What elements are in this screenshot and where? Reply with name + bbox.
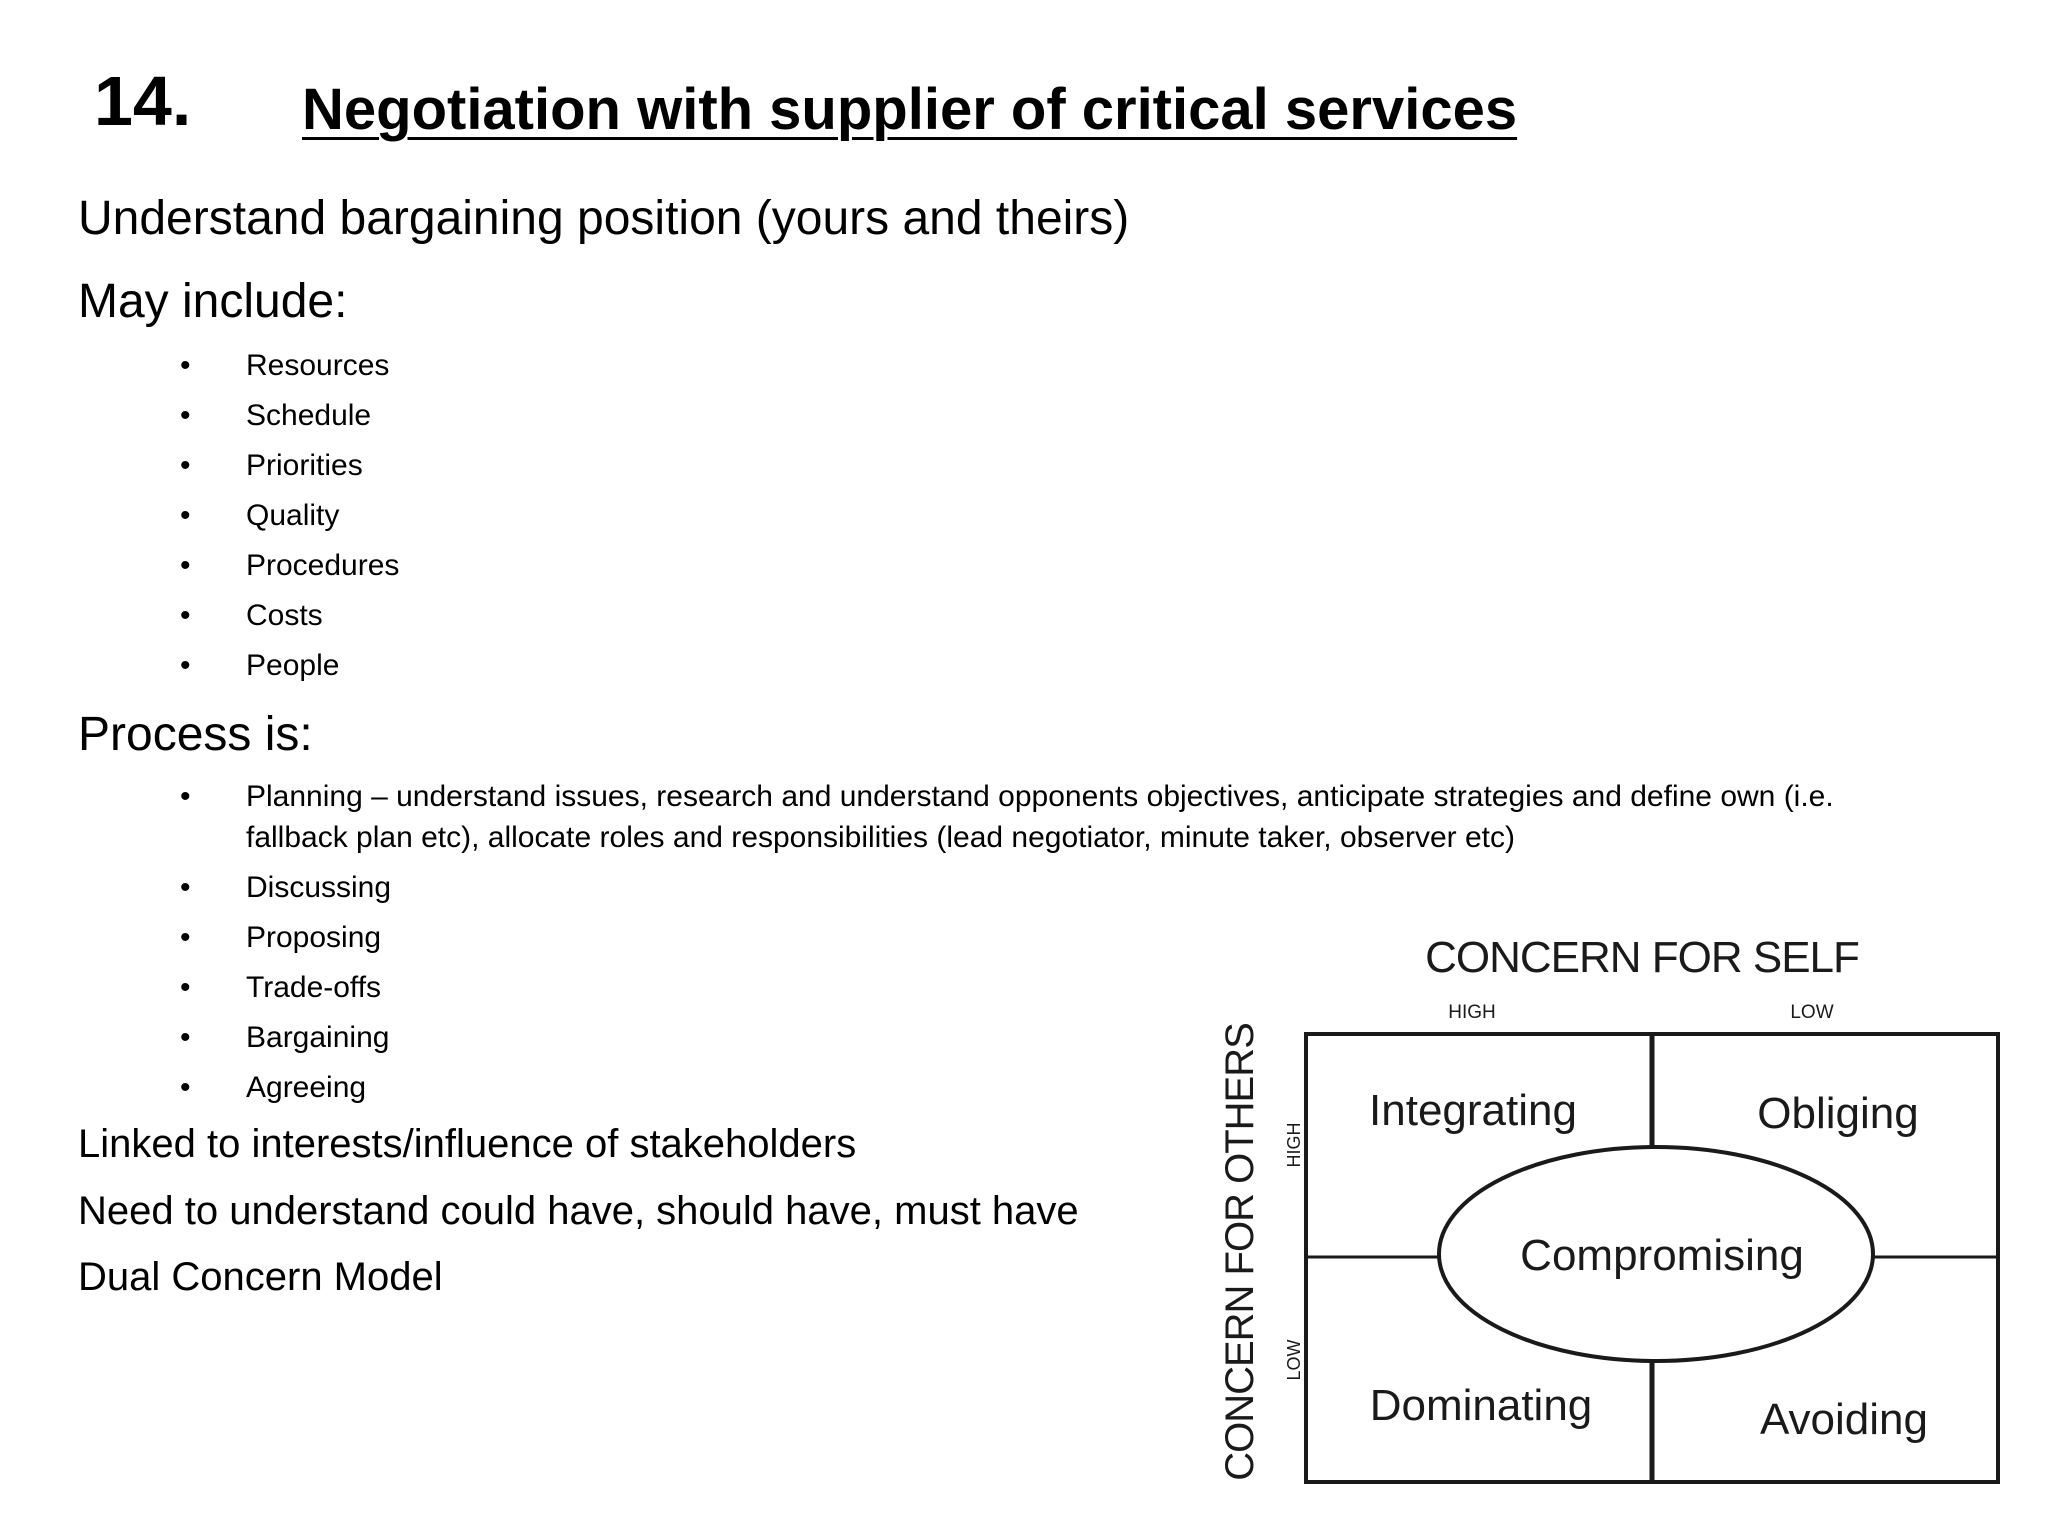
- quadrant-avoiding: Avoiding: [1760, 1395, 1928, 1444]
- closing-line: Linked to interests/influence of stakeho…: [78, 1122, 857, 1166]
- closing-line: Dual Concern Model: [78, 1255, 443, 1299]
- bullet-icon: •: [180, 349, 191, 382]
- bullet-icon: •: [180, 780, 191, 813]
- list-item: • Schedule: [0, 395, 399, 436]
- list-item-label: Proposing: [246, 921, 382, 954]
- list-item-label: People: [246, 649, 340, 682]
- list-item-label: Trade-offs: [246, 971, 382, 1004]
- list-item: • Planning – understand issues, research …: [0, 776, 1926, 858]
- list-item: • People: [0, 645, 399, 686]
- bullet-icon: •: [180, 1021, 191, 1054]
- bullet-icon: •: [180, 499, 191, 532]
- list-item-label: Bargaining: [246, 1021, 390, 1054]
- list-item: • Bargaining: [0, 1017, 1926, 1058]
- list-item-label: Agreeing: [246, 1071, 367, 1104]
- list-item-label: Schedule: [246, 399, 372, 432]
- list-item-label: Resources: [246, 349, 390, 382]
- bullet-icon: •: [180, 1071, 191, 1104]
- side-axis-high-label: HIGH: [1284, 1123, 1304, 1168]
- list-item-label: Discussing: [246, 871, 392, 904]
- may-include-heading: May include:: [78, 275, 348, 328]
- closing-line: Need to understand could have, should ha…: [78, 1189, 1079, 1233]
- list-item: • Costs: [0, 595, 399, 636]
- bullet-icon: •: [180, 871, 191, 904]
- bullet-icon: •: [180, 971, 191, 1004]
- intro-line: Understand bargaining position (yours an…: [78, 192, 1130, 245]
- bullet-icon: •: [180, 399, 191, 432]
- list-item-label: Procedures: [246, 549, 400, 582]
- list-item: • Priorities: [0, 445, 399, 486]
- process-list: • Planning – understand issues, research …: [0, 776, 1926, 1117]
- may-include-list: • Resources • Schedule • Priorities • Qualit…: [0, 345, 399, 695]
- list-item: • Resources: [0, 345, 399, 386]
- list-item-label: Costs: [246, 599, 323, 632]
- list-item-label: Quality: [246, 499, 340, 532]
- bullet-icon: •: [180, 649, 191, 682]
- side-axis-low-label: LOW: [1284, 1339, 1304, 1380]
- bullet-icon: •: [180, 921, 191, 954]
- quadrant-compromising: Compromising: [1520, 1231, 1804, 1280]
- list-item-label: Priorities: [246, 449, 363, 482]
- bullet-icon: •: [180, 449, 191, 482]
- compromising-ellipse: [1437, 1145, 1875, 1363]
- process-heading: Process is:: [78, 708, 313, 761]
- slide-number: 14.: [94, 62, 192, 140]
- bullet-icon: •: [180, 549, 191, 582]
- list-item: • Trade-offs: [0, 967, 1926, 1008]
- list-item: • Agreeing: [0, 1067, 1926, 1108]
- list-item: • Quality: [0, 495, 399, 536]
- list-item-label: Planning – understand issues, research a…: [246, 780, 1834, 854]
- list-item: • Discussing: [0, 867, 1926, 908]
- slide-title: Negotiation with supplier of critical se…: [302, 77, 1518, 142]
- bullet-icon: •: [180, 599, 191, 632]
- list-item: • Proposing: [0, 917, 1926, 958]
- quadrant-dominating: Dominating: [1370, 1381, 1593, 1430]
- list-item: • Procedures: [0, 545, 399, 586]
